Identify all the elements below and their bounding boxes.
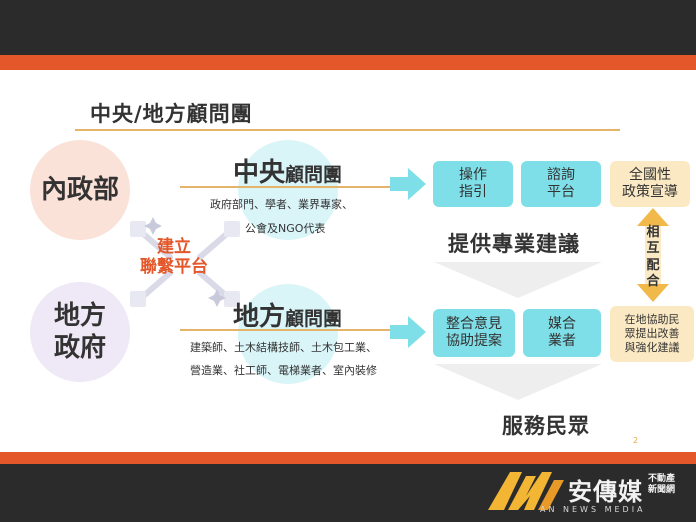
double-arrow-icon (637, 208, 669, 302)
central-advisory-underline (180, 186, 390, 188)
match-vendors-box: 媒合 業者 (523, 309, 601, 357)
page-number: 2 (633, 436, 639, 445)
top-orange-stripe (0, 55, 696, 70)
funnel-shape-bottom (434, 364, 602, 400)
arrow-right-icon (390, 168, 426, 200)
mutual-cooperation-label: 相 互 配 合 (646, 225, 660, 289)
arrow-right-icon (390, 316, 426, 348)
local-members-line1: 建築師、土木結構技師、土木包工業、 (190, 341, 377, 354)
local-members-line2: 營造業、社工師、電梯業者、室內裝修 (190, 364, 377, 377)
logo-name: 安傳媒 (568, 478, 643, 506)
local-government-label: 地方 政府 (53, 300, 106, 364)
consult-platform-box: 諮詢 平台 (521, 161, 601, 207)
guide-box: 操作 指引 (433, 161, 513, 207)
slide-title: 中央/地方顧問團 (90, 102, 253, 126)
local-assist-box: 在地協助民 眾提出改善 與強化建議 (610, 306, 694, 362)
local-government-circle: 地方 政府 (30, 282, 130, 382)
interior-ministry-circle: 內政部 (30, 140, 130, 240)
professional-advice-heading: 提供專業建議 (448, 232, 580, 256)
title-underline (75, 129, 620, 131)
national-policy-box: 全國性 政策宣導 (610, 161, 690, 207)
local-advisory-underline (180, 329, 390, 331)
top-dark-bar (0, 0, 696, 55)
local-advisory-title-big: 地方 (233, 302, 286, 332)
serve-public-heading: 服務民眾 (502, 414, 590, 438)
central-members-line1: 政府部門、學者、業界專家、 (210, 198, 353, 211)
funnel-shape-top (434, 262, 602, 298)
slide-canvas (0, 70, 696, 452)
bottom-dark-bar (0, 464, 696, 522)
local-advisory-circle (238, 284, 338, 384)
central-advisory-title: 中央顧問團 (233, 152, 342, 189)
bottom-orange-stripe (0, 452, 696, 464)
central-advisory-circle (238, 140, 338, 240)
local-advisory-title: 地方顧問團 (233, 296, 342, 333)
integrate-opinions-box: 整合意見 協助提案 (433, 309, 515, 357)
interior-ministry-label: 內政部 (40, 174, 119, 205)
link-platform-label: 建立 聯繫平台 (140, 237, 208, 278)
link-platform-graphic (130, 217, 240, 307)
logo-side-text: 不動產 新聞網 (648, 474, 676, 496)
central-members-line2: 公會及NGO代表 (245, 222, 326, 235)
central-advisory-title-small: 顧問團 (285, 164, 343, 186)
local-advisory-title-small: 顧問團 (285, 308, 343, 330)
logo-subtitle: AN NEWS MEDIA (540, 505, 646, 514)
central-advisory-title-big: 中央 (233, 158, 286, 188)
an-logo-icon (488, 472, 564, 510)
